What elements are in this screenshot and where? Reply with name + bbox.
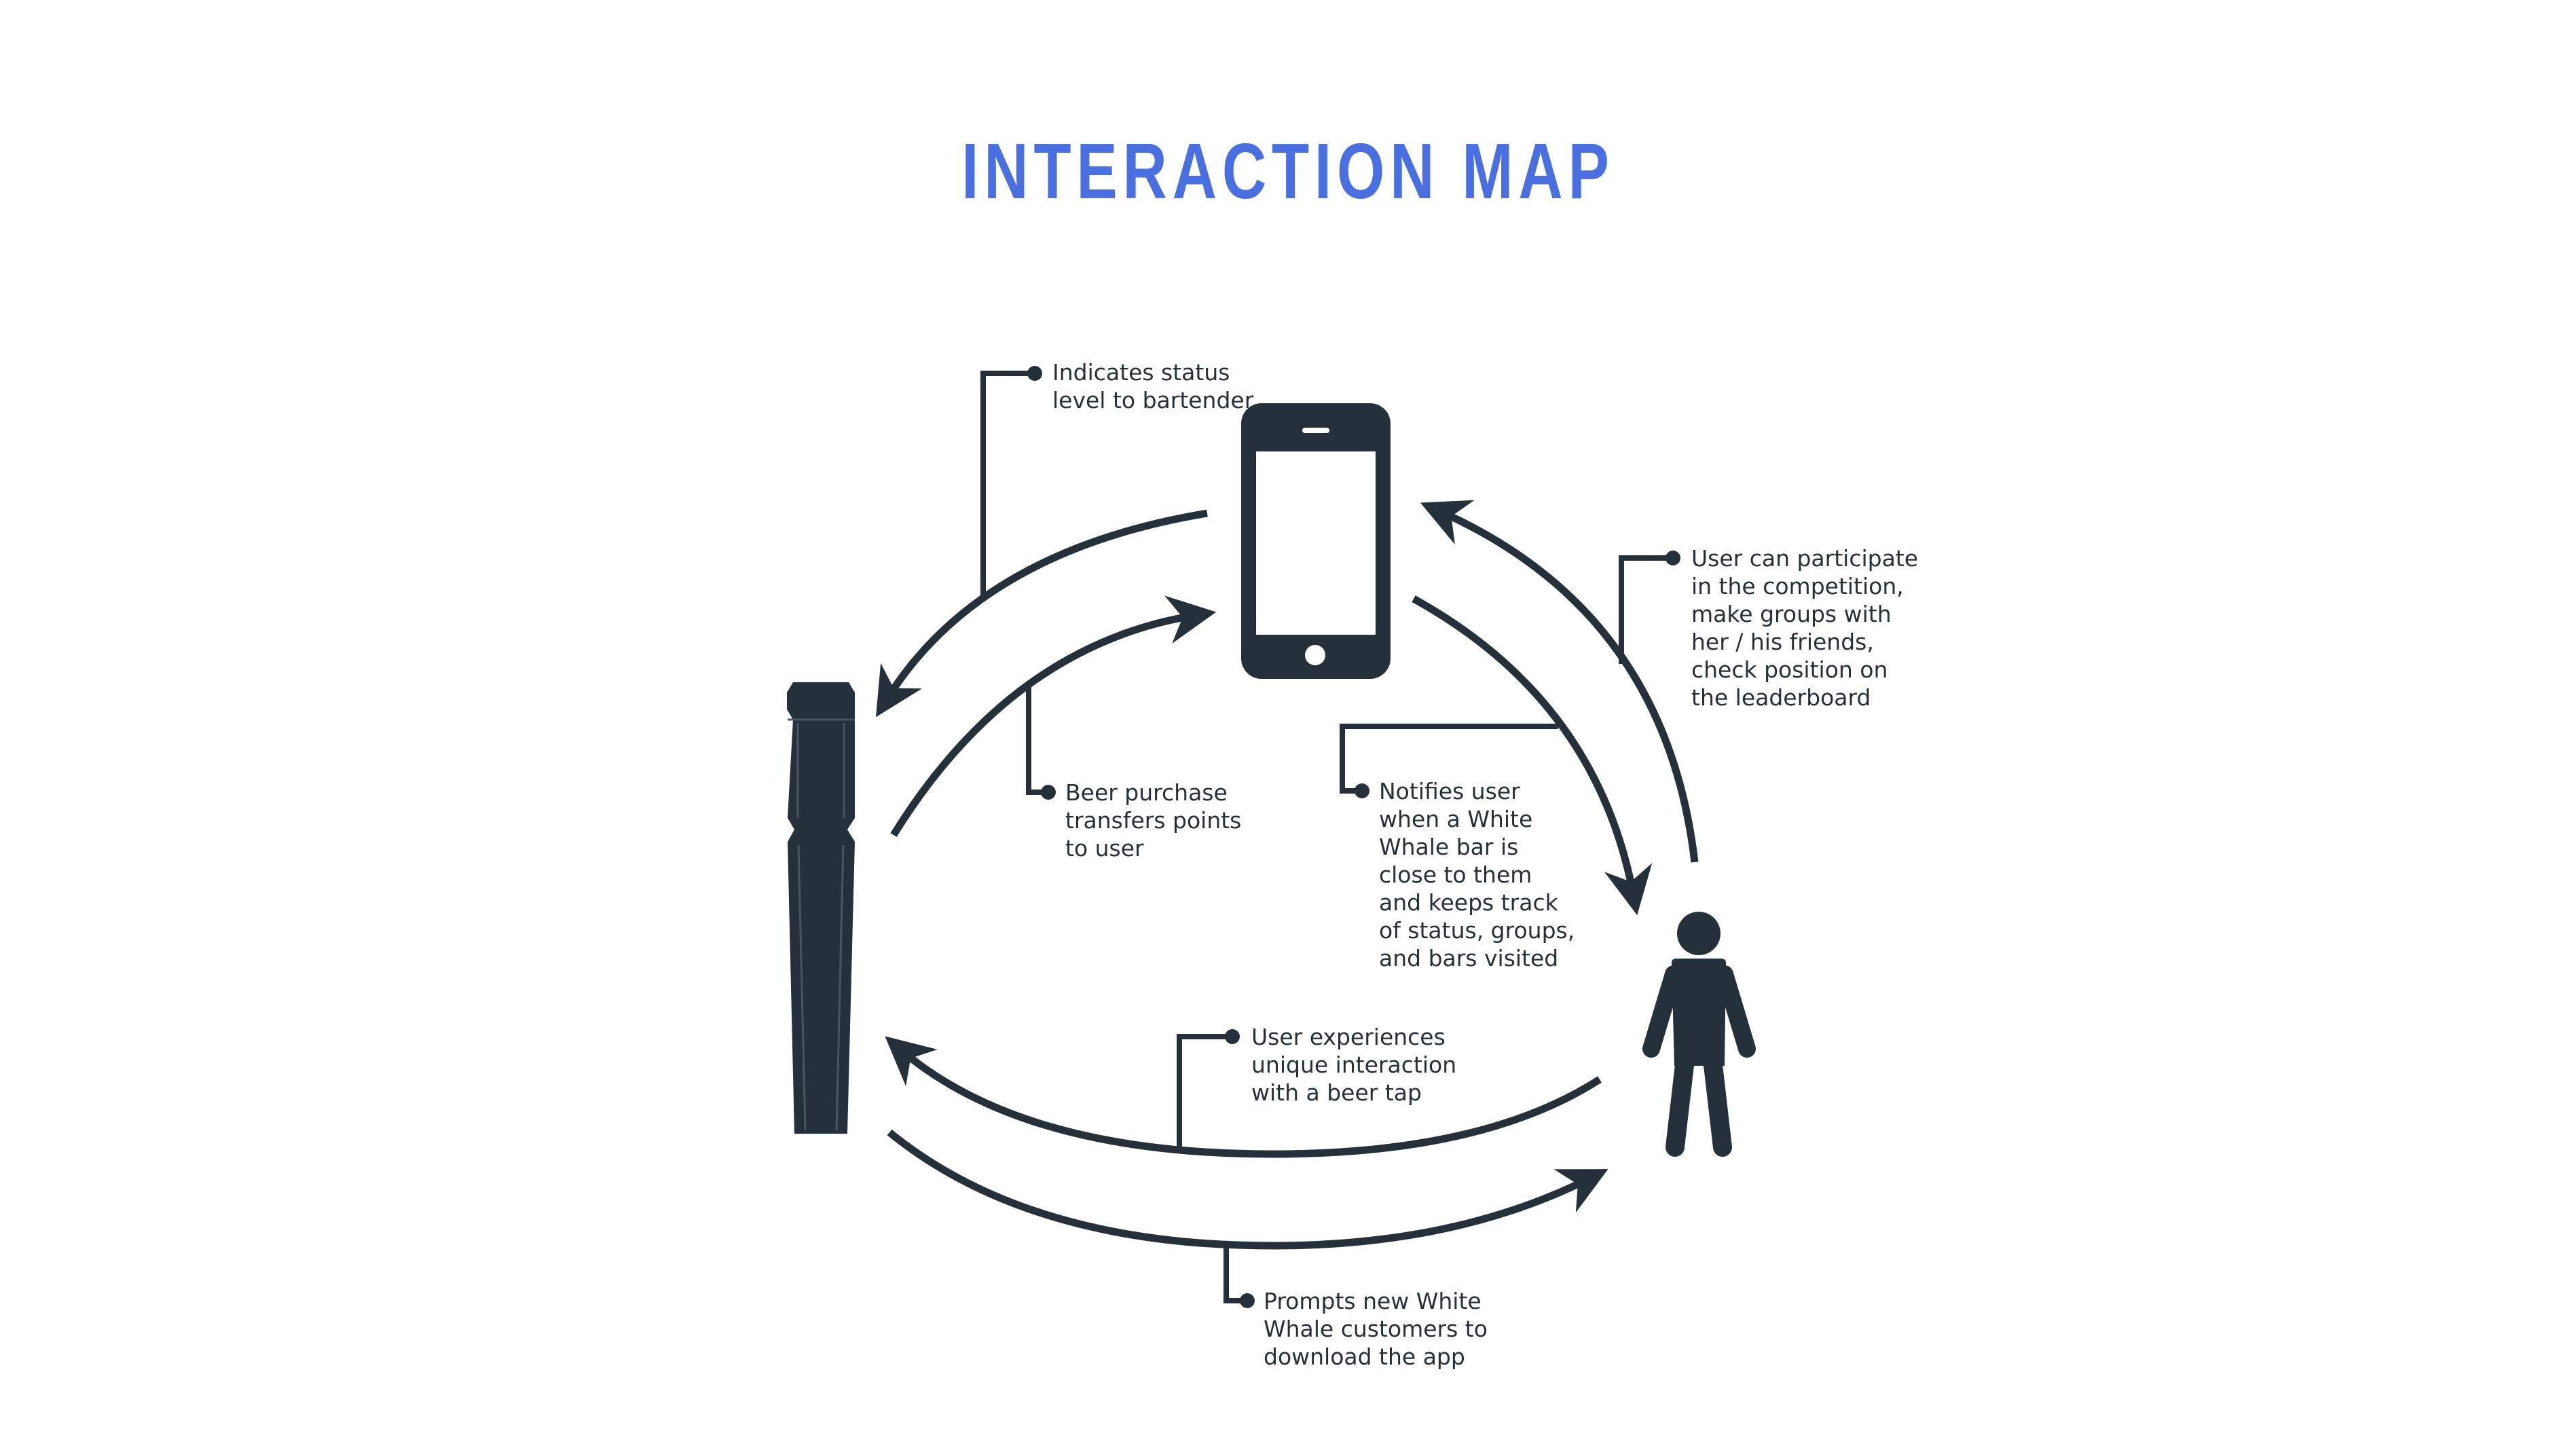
arrow-user-to-phone	[1420, 500, 1699, 863]
callout-dot	[1355, 783, 1369, 798]
smartphone-icon	[1241, 403, 1391, 679]
callout-dot	[1225, 1029, 1240, 1044]
arrow-phone-to-user	[1412, 595, 1653, 916]
annotation-prompts-download: Prompts new White Whale customers to dow…	[1264, 1288, 1488, 1370]
callout-dot	[1666, 551, 1680, 565]
leader-status-level	[980, 371, 1033, 595]
beer-tap-icon	[787, 682, 855, 1134]
annotation-beer-purchase: Beer purchase transfers points to user	[1065, 779, 1242, 861]
page-title: INTERACTION MAP	[961, 127, 1615, 215]
callout-dot	[1240, 1293, 1255, 1308]
arrow-tap-to-phone	[890, 595, 1217, 837]
callout-dot	[1027, 366, 1042, 381]
annotation-status-level: Indicates status level to bartender	[1052, 359, 1254, 413]
annotation-unique-interaction: User experiences unique interaction with…	[1251, 1024, 1457, 1106]
arrow-user-to-tap	[885, 1036, 1602, 1158]
person-icon	[1642, 912, 1756, 1157]
annotation-participate: User can participate in the competition,…	[1691, 545, 1919, 711]
leader-notifies-user	[1340, 724, 1558, 794]
annotation-notifies-user: Notifies user when a White Whale bar is …	[1379, 778, 1575, 971]
arrow-tap-to-user	[887, 1129, 1608, 1250]
callout-dot	[1041, 785, 1056, 800]
leader-beer-purchase	[1026, 686, 1047, 795]
leader-unique-interaction	[1177, 1034, 1231, 1149]
leader-prompts-download	[1223, 1246, 1246, 1303]
arrow-phone-to-tap	[875, 509, 1208, 718]
leader-participate	[1619, 555, 1672, 664]
